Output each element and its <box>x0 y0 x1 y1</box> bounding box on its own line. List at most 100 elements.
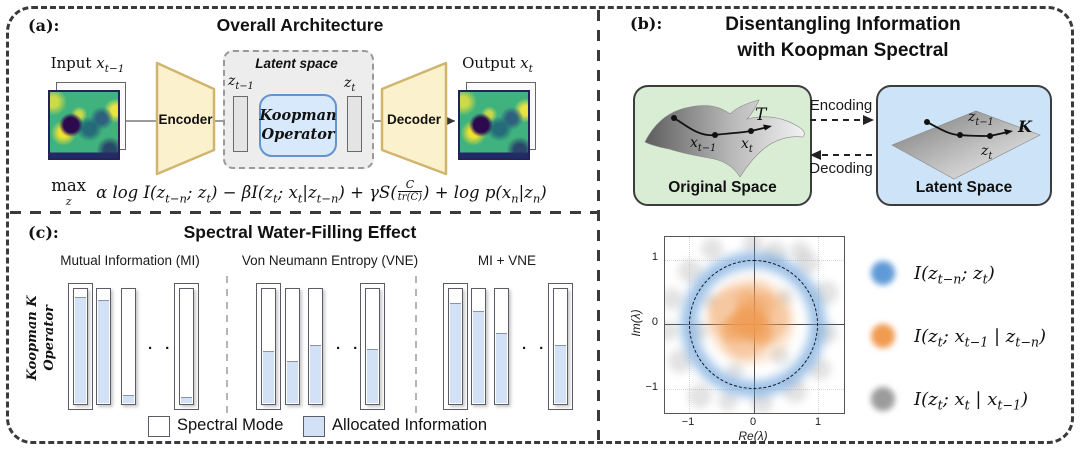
panel-c-legend: Spectral Mode Allocated Information <box>0 415 598 441</box>
y-axis-label: Im(λ) <box>629 309 643 337</box>
allocated-information-fill <box>263 351 274 403</box>
spectral-mode-bar <box>308 288 323 405</box>
eigenvalue-plot-legend: I(zt−n; zt) I(zt; xt−1 | zt−n) I(zt; xt | … <box>868 236 1078 416</box>
gray-density-blob <box>743 237 763 253</box>
ytick-1: 1 <box>651 251 658 263</box>
panel-b-title: Disentangling Information with Koopman S… <box>725 14 961 61</box>
legend-math-label: I(zt; xt−1 | zt−n) <box>914 325 1047 350</box>
allocated-information-fill <box>367 349 378 403</box>
allocated-information-label: Allocated Information <box>332 416 488 434</box>
legend-row: I(zt−n; zt) <box>868 258 995 288</box>
legend-density-dot <box>868 321 898 351</box>
legend-math-label: I(zt; xt | xt−1) <box>914 388 1029 413</box>
spectral-mode-bar <box>365 288 380 405</box>
spectral-mode-bar <box>448 288 463 405</box>
allocated-information-fill <box>555 344 566 403</box>
decoding-label: Decoding <box>809 160 873 177</box>
group-separator <box>415 276 417 415</box>
decoder-output-arrowhead <box>446 116 455 126</box>
original-space-manifold <box>644 99 805 178</box>
xtick-neg1: −1 <box>681 416 695 428</box>
panel-a-tag: (a): <box>28 16 60 35</box>
gray-density-blob <box>790 241 810 261</box>
original-space-label: Original Space <box>668 179 777 196</box>
latent-space-label: Latent space <box>255 56 338 71</box>
z-prev-label: zt−1 <box>228 73 254 92</box>
map-T-label: T <box>755 105 767 125</box>
panel-b-tag: (b): <box>630 14 663 33</box>
koopman-line1: Koopman <box>259 107 337 125</box>
legend-row: I(zt; xt | xt−1) <box>868 384 1028 414</box>
allocated-information-fill <box>98 299 109 403</box>
z-curr-label: zt <box>344 75 356 94</box>
x-curr-point-label: xt <box>741 136 753 155</box>
spectral-mode-bar <box>553 288 568 405</box>
figure-dashed-border <box>6 6 1074 444</box>
xtick-0: 0 <box>749 416 757 428</box>
z-curr-bar <box>347 96 362 152</box>
allocated-information-fill <box>473 311 484 403</box>
panel-b: (b): Disentangling Information with Koop… <box>598 0 1080 450</box>
gray-density-blob <box>701 238 723 260</box>
legend-math-label: I(zt−n; zt) <box>914 262 995 287</box>
panel-a: (a): Overall Architecture Input xt−1 Enc… <box>0 0 598 213</box>
allocated-information-fill <box>123 395 134 403</box>
encoder-trapezoid <box>155 61 216 176</box>
panel-c: (c): Spectral Water-Filling Effect Koopm… <box>0 213 598 450</box>
latent-space-plane <box>891 110 1041 180</box>
allocated-information-fill <box>450 303 461 403</box>
allocated-information-fill <box>310 344 321 403</box>
group-label-mi: Mutual Information (MI) <box>60 253 200 268</box>
decoder-trapezoid <box>380 61 448 176</box>
horizontal-separator <box>10 211 598 214</box>
z-prev-point-label: zt−1 <box>968 109 994 128</box>
group-label-mi-vne: MI + VNE <box>477 253 537 268</box>
encoder-label: Encoder <box>158 112 213 127</box>
z-prev-bar <box>233 96 248 152</box>
allocated-information-fill <box>75 297 86 403</box>
spectral-mode-bar <box>285 288 300 405</box>
koopman-operator-box: Koopman Operator <box>259 94 337 157</box>
allocated-information-fill <box>181 397 192 403</box>
output-flow-image <box>458 90 530 160</box>
gray-density-blob <box>665 288 683 310</box>
spectral-mode-bar <box>179 288 194 405</box>
latent-space-box-b: zt−1 zt K Latent Space <box>876 85 1052 206</box>
gray-density-blob <box>718 391 738 411</box>
ytick-neg1: −1 <box>645 381 658 393</box>
latent-space-label-b: Latent Space <box>915 179 1013 196</box>
group-label-vne: Von Neumann Entropy (VNE) <box>241 253 419 268</box>
z-curr-point-label: zt <box>981 143 993 162</box>
gray-density-blob <box>751 392 773 413</box>
koopman-line2: Operator <box>261 125 335 143</box>
gray-density-blob <box>665 321 678 341</box>
input-flow-image <box>48 90 120 160</box>
allocated-information-swatch <box>303 416 325 437</box>
x-prev-point-label: xt−1 <box>690 135 717 154</box>
panel-c-tag: (c): <box>28 223 59 242</box>
original-space-box: T xt−1 xt Original Space <box>633 85 812 206</box>
vertical-separator <box>597 10 600 440</box>
max-operator: max z <box>51 176 87 208</box>
eigenvalue-plot <box>664 236 845 414</box>
architecture-connectors <box>118 61 455 176</box>
map-K-label: K <box>1018 117 1032 136</box>
spectral-mode-bar <box>73 288 88 405</box>
spectral-mode-bar <box>121 288 136 405</box>
input-label: Input xt−1 <box>50 54 125 75</box>
spectral-mode-bar <box>96 288 111 405</box>
dashed-unit-circle <box>689 259 818 389</box>
encoding-decoding-arrows <box>810 115 874 160</box>
legend-row: I(zt; xt−1 | zt−n) <box>868 321 1046 351</box>
spectral-mode-bar <box>494 288 509 405</box>
allocated-information-fill <box>287 360 298 403</box>
spectral-mode-label: Spectral Mode <box>177 416 284 434</box>
gray-density-blob <box>688 384 712 408</box>
output-label: Output xt <box>462 54 533 75</box>
objective-body: α log I(zt−n; zt) − βI(zt; xt|zt−n) + γS… <box>96 178 547 206</box>
xtick-1: 1 <box>814 416 822 428</box>
spectral-mode-swatch <box>148 416 170 437</box>
spectral-mode-bar <box>261 288 276 405</box>
